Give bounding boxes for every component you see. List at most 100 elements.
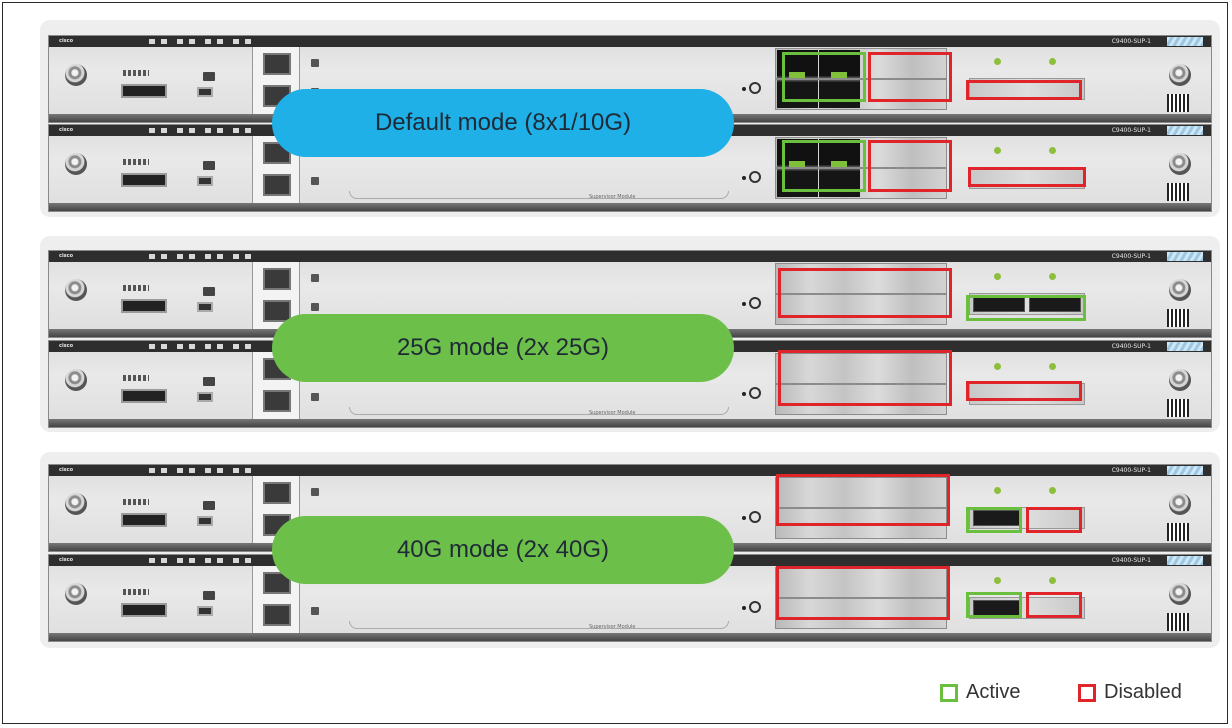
status-led-row [149, 39, 259, 44]
reset-button-icon [742, 511, 761, 523]
captive-screw-icon [65, 493, 87, 515]
sfp-port-bank [775, 137, 947, 199]
rj45-port [263, 268, 291, 290]
console-port [197, 176, 213, 186]
usb-symbol-icon [123, 285, 149, 291]
reset-button-icon [742, 297, 761, 309]
chassis-bottom-strip [49, 419, 1211, 427]
uplink-led-icon [1049, 487, 1056, 494]
chassis-bottom-strip [49, 203, 1211, 211]
captive-screw-icon [65, 64, 87, 86]
uplink-led-icon [994, 363, 1001, 370]
module-label: Supervisor Module [589, 194, 636, 200]
usb-symbol-icon [123, 375, 149, 381]
uplink-led-icon [994, 487, 1001, 494]
sfp-port-bank [775, 477, 947, 539]
chassis-top-strip: cisco C9400-SUP-1 [49, 251, 1211, 262]
ejector-handle [349, 191, 729, 199]
qr-code-icon [1167, 523, 1189, 541]
reset-button-icon [742, 82, 761, 94]
usb-port [121, 389, 167, 403]
status-led-row [149, 254, 259, 259]
rj45-block [252, 566, 300, 634]
usb-port [121, 513, 167, 527]
reset-button-icon [742, 387, 761, 399]
qr-code-icon [1167, 183, 1189, 201]
blue-stripe-icon [1167, 466, 1203, 475]
rj45-port [263, 572, 291, 594]
rj45-port [263, 604, 291, 626]
uplink-ports [969, 293, 1085, 315]
model-label: C9400-SUP-1 [1111, 467, 1151, 474]
default-mode-label: Default mode (8x1/10G) [272, 89, 734, 157]
captive-screw-icon [1169, 153, 1191, 175]
disabled-uplink-highlight [1026, 592, 1082, 618]
console-icon [203, 287, 215, 296]
status-led-row [149, 128, 259, 133]
status-led-row [149, 558, 259, 563]
captive-screw-icon [1169, 369, 1191, 391]
ejector-handle [349, 407, 729, 415]
active-uplink-highlight [966, 295, 1086, 321]
disabled-uplink-highlight [966, 381, 1082, 401]
disabled-port-highlight [776, 474, 950, 526]
active-port-highlight [782, 52, 866, 102]
console-icon [203, 501, 215, 510]
disabled-uplink-highlight [966, 80, 1082, 100]
qr-code-icon [1167, 613, 1189, 631]
qr-code-icon [1167, 399, 1189, 417]
cisco-logo-icon: cisco [59, 467, 74, 473]
chassis-bottom-strip [49, 633, 1211, 641]
console-port [197, 606, 213, 616]
disabled-port-highlight [868, 140, 952, 192]
console-icon [203, 591, 215, 600]
model-label: C9400-SUP-1 [1111, 343, 1151, 350]
uplink-led-icon [994, 58, 1001, 65]
model-label: C9400-SUP-1 [1111, 253, 1151, 260]
console-icon [311, 303, 319, 311]
ejector-handle [349, 621, 729, 629]
captive-screw-icon [65, 279, 87, 301]
uplink-led-icon [1049, 147, 1056, 154]
active-uplink-highlight [966, 592, 1022, 618]
console-icon [203, 377, 215, 386]
captive-screw-icon [1169, 493, 1191, 515]
blue-stripe-icon [1167, 252, 1203, 261]
console-port [197, 87, 213, 97]
chassis-top-strip: cisco C9400-SUP-1 [49, 36, 1211, 47]
console-port [197, 516, 213, 526]
captive-screw-icon [65, 153, 87, 175]
mgmt-icon [311, 59, 319, 67]
usb-port [121, 603, 167, 617]
module-label: Supervisor Module [589, 410, 636, 416]
rj45-port [263, 390, 291, 412]
25g-mode-label: 25G mode (2x 25G) [272, 314, 734, 382]
qr-code-icon [1167, 309, 1189, 327]
active-uplink-highlight [966, 507, 1022, 533]
active-swatch-icon [940, 683, 958, 702]
uplink-led-icon [1049, 273, 1056, 280]
disabled-swatch-icon [1078, 683, 1096, 702]
status-led-row [149, 468, 259, 473]
console-icon [311, 607, 319, 615]
disabled-port-highlight [778, 350, 952, 406]
console-icon [203, 72, 215, 81]
uplink-led-icon [1049, 577, 1056, 584]
captive-screw-icon [1169, 64, 1191, 86]
cisco-logo-icon: cisco [59, 557, 74, 563]
console-icon [311, 393, 319, 401]
chassis-top-strip: cisco C9400-SUP-1 [49, 465, 1211, 476]
sfp-port-bank [775, 263, 947, 325]
legend-active: Active [940, 681, 1020, 704]
uplink-led-icon [994, 577, 1001, 584]
disabled-port-highlight [868, 52, 952, 102]
console-icon [203, 161, 215, 170]
qr-code-icon [1167, 94, 1189, 112]
legend-disabled-label: Disabled [1104, 681, 1182, 703]
cisco-logo-icon: cisco [59, 343, 74, 349]
40g-mode-label: 40G mode (2x 40G) [272, 516, 734, 584]
model-label: C9400-SUP-1 [1111, 557, 1151, 564]
captive-screw-icon [1169, 583, 1191, 605]
mgmt-icon [311, 488, 319, 496]
usb-symbol-icon [123, 589, 149, 595]
